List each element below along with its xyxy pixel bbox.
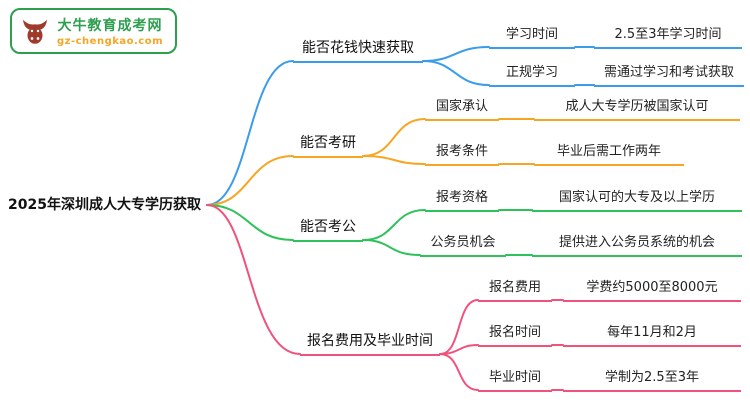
branch-3-node: 能否考公 xyxy=(293,218,363,242)
branch-2-child-1-label: 国家承认 xyxy=(425,98,499,121)
branch-2-child-2-label: 报考条件 xyxy=(425,143,499,166)
branch-2-node: 能否考研 xyxy=(293,134,363,158)
bull-icon xyxy=(23,19,47,44)
branch-1-child-2-value: 需通过学习和考试获取 xyxy=(594,64,744,87)
branch-1-child-1-label: 学习时间 xyxy=(489,26,575,49)
branch-1-node: 能否花钱快速获取 xyxy=(293,39,423,63)
branch-1-child-1-value: 2.5至3年学习时间 xyxy=(594,26,742,49)
branch-4-node: 报名费用及毕业时间 xyxy=(300,332,440,356)
branch-4-child-2-value: 每年11月和2月 xyxy=(563,324,741,347)
branch-3-child-2-value: 提供进入公务员系统的机会 xyxy=(532,234,742,257)
branch-4-child-1-label: 报名费用 xyxy=(478,279,552,302)
root-node: 2025年深圳成人大专学历获取 xyxy=(8,197,201,213)
branch-3-child-2-label: 公务员机会 xyxy=(420,234,506,257)
branch-4-child-2-label: 报名时间 xyxy=(478,324,552,347)
branch-4-child-3-value: 学制为2.5至3年 xyxy=(563,369,741,392)
brand-logo: 大牛教育成考网 gz-chengkao.com xyxy=(10,8,178,54)
brand-name: 大牛教育成考网 xyxy=(57,18,163,34)
branch-2-child-2-value: 毕业后需工作两年 xyxy=(534,143,684,166)
branch-4-child-1-value: 学费约5000至8000元 xyxy=(563,279,741,302)
branch-1-child-2-label: 正规学习 xyxy=(489,64,575,87)
branch-3-child-1-label: 报考资格 xyxy=(425,189,499,212)
branch-2-child-1-value: 成人大专学历被国家认可 xyxy=(534,98,740,121)
branch-4-child-3-label: 毕业时间 xyxy=(478,369,552,392)
brand-domain: gz-chengkao.com xyxy=(57,36,164,47)
branch-3-child-1-value: 国家认可的大专及以上学历 xyxy=(532,189,742,212)
